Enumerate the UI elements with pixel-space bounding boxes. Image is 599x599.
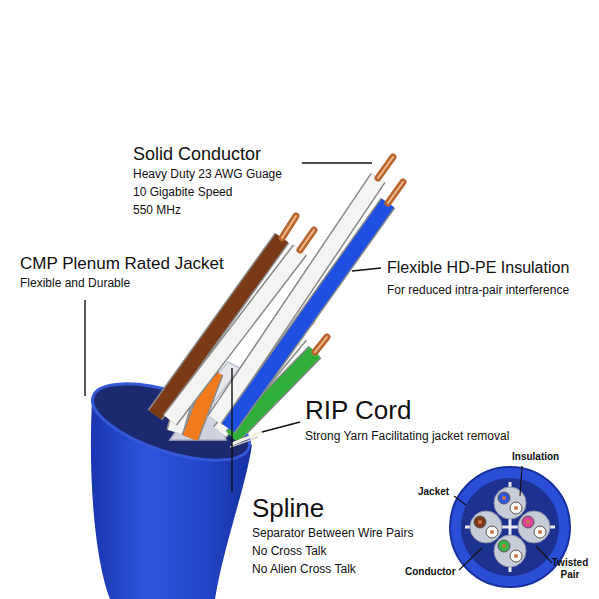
callout-detail: No Alien Cross Talk bbox=[252, 563, 356, 577]
callout-detail: For reduced intra-pair interference bbox=[387, 284, 569, 298]
copper-highlight bbox=[388, 182, 403, 203]
wire-section bbox=[534, 526, 546, 538]
copper-conductor bbox=[282, 216, 296, 238]
wire-outline bbox=[215, 178, 378, 420]
leader-line bbox=[84, 300, 85, 396]
callout-title: CMP Plenum Rated Jacket bbox=[20, 254, 224, 274]
rip-cord bbox=[232, 432, 262, 444]
leader-line bbox=[302, 162, 372, 163]
wire-insulation bbox=[228, 203, 388, 428]
wire-section bbox=[510, 550, 522, 562]
copper-highlight bbox=[315, 337, 327, 352]
callout-detail: 550 MHz bbox=[133, 204, 181, 218]
cross-section-inset bbox=[450, 467, 570, 587]
callout-detail: No Cross Talk bbox=[252, 545, 326, 559]
callout-detail: Heavy Duty 23 AWG Guage bbox=[133, 168, 282, 182]
conductor-section bbox=[514, 554, 518, 558]
pair-insulation bbox=[494, 535, 526, 567]
conductor-section bbox=[502, 496, 506, 500]
copper-conductor bbox=[300, 230, 314, 250]
rip-cord-yarn bbox=[230, 437, 258, 447]
copper-conductor bbox=[388, 182, 403, 203]
wire-insulation bbox=[215, 178, 378, 420]
wire-section bbox=[498, 540, 510, 552]
callout-detail: 10 Gigabite Speed bbox=[133, 186, 232, 200]
inset-label: Jacket bbox=[418, 486, 449, 498]
leader-line bbox=[459, 548, 482, 570]
copper-highlight bbox=[300, 230, 314, 250]
inset-label: Twisted Pair bbox=[546, 557, 594, 580]
callout-title: Solid Conductor bbox=[133, 144, 261, 165]
callout-detail: Strong Yarn Facilitating jacket removal bbox=[305, 430, 509, 444]
conductor-section bbox=[502, 544, 506, 548]
copper-highlight bbox=[282, 216, 296, 238]
conductor-section bbox=[538, 530, 542, 534]
leader-line bbox=[536, 546, 552, 563]
callout-detail: Separator Between Wire Pairs bbox=[252, 527, 413, 541]
leader-line bbox=[352, 268, 381, 271]
wire-section bbox=[522, 516, 534, 528]
wire-section bbox=[510, 502, 522, 514]
inset-label: Insulation bbox=[512, 451, 559, 463]
callout-title: RIP Cord bbox=[305, 396, 411, 426]
pair-insulation bbox=[494, 487, 526, 519]
callout-title: Spline bbox=[252, 494, 324, 524]
inset-jacket bbox=[450, 467, 570, 587]
wire-section bbox=[474, 516, 486, 528]
wire-section bbox=[486, 526, 498, 538]
conductor-section bbox=[526, 520, 530, 524]
conductor-section bbox=[514, 506, 518, 510]
callout-title: Flexible HD-PE Insulation bbox=[387, 259, 569, 277]
leader-line bbox=[262, 422, 300, 432]
inset-core bbox=[461, 478, 559, 576]
inset-label: Conductor bbox=[405, 566, 456, 578]
leader-line bbox=[520, 466, 522, 496]
conductor-section bbox=[490, 530, 494, 534]
callout-detail: Flexible and Durable bbox=[20, 277, 130, 291]
leader-line bbox=[231, 368, 232, 492]
wire-section bbox=[498, 492, 510, 504]
copper-conductor bbox=[378, 157, 393, 178]
copper-conductor bbox=[315, 337, 327, 352]
wire-outline bbox=[228, 203, 388, 428]
pair-insulation bbox=[518, 511, 550, 543]
leader-line bbox=[454, 496, 466, 505]
pair-insulation bbox=[470, 511, 502, 543]
conductor-section bbox=[478, 520, 482, 524]
copper-highlight bbox=[378, 157, 393, 178]
